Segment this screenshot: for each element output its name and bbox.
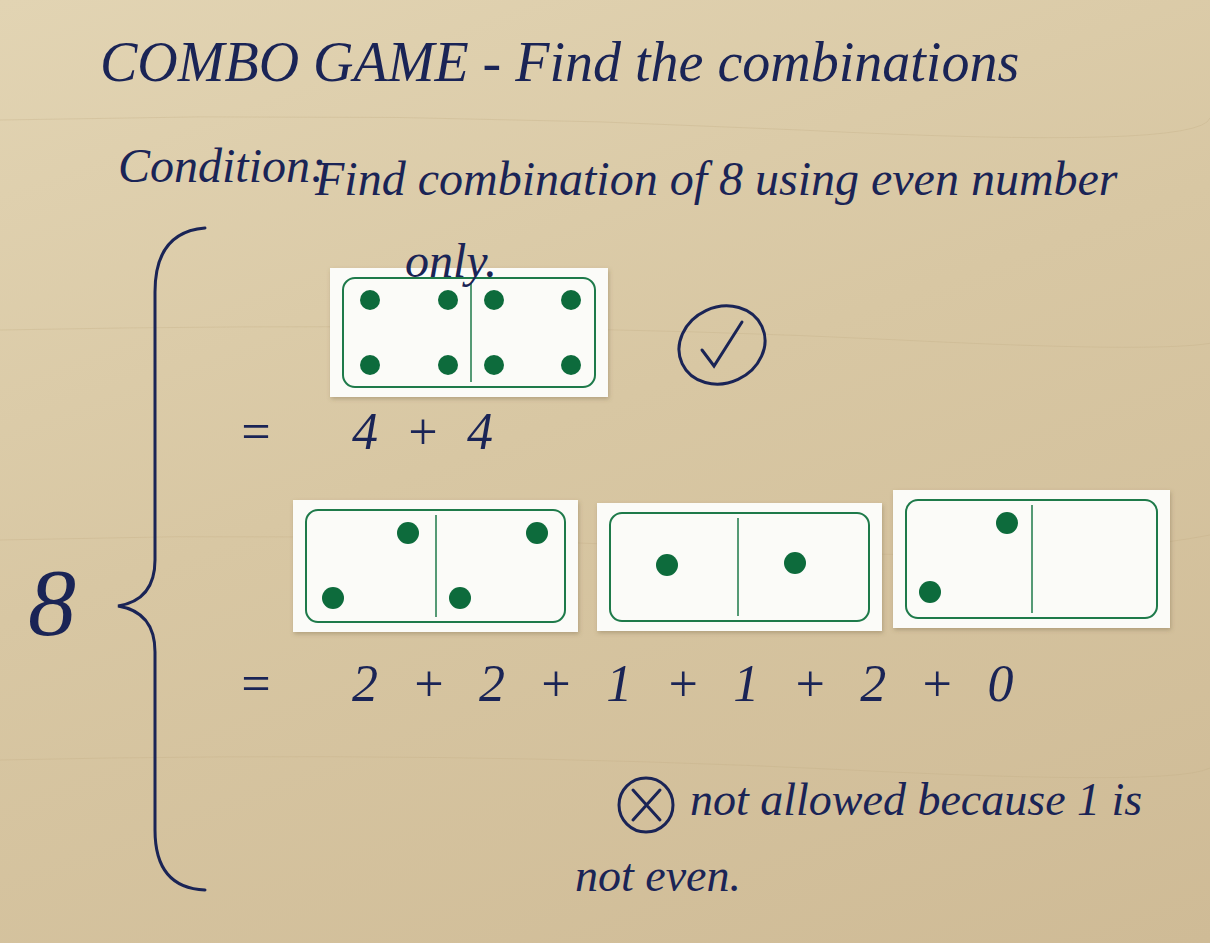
title: COMBO GAME - Find the combinations	[100, 30, 1019, 94]
domino-4-4	[330, 268, 608, 397]
total-number: 8	[28, 548, 76, 658]
domino-2-0	[893, 490, 1170, 628]
note: not allowed because 1 is not even.	[575, 762, 1190, 914]
curly-brace	[118, 228, 205, 890]
cross-symbol	[619, 778, 673, 832]
equals-sign: =	[238, 654, 273, 714]
equals-sign: =	[238, 402, 273, 462]
check-symbol	[666, 292, 778, 398]
domino-2-2	[293, 500, 578, 632]
wood-grain	[0, 117, 1210, 778]
condition-text: Find combination of 8 using even number …	[315, 138, 1185, 301]
domino-1-1	[597, 503, 882, 631]
sum-expression: 4 + 4	[352, 402, 493, 462]
condition-label: Condition:	[118, 138, 326, 193]
sum-expression: 2 + 2 + 1 + 1 + 2 + 0	[352, 654, 1013, 714]
